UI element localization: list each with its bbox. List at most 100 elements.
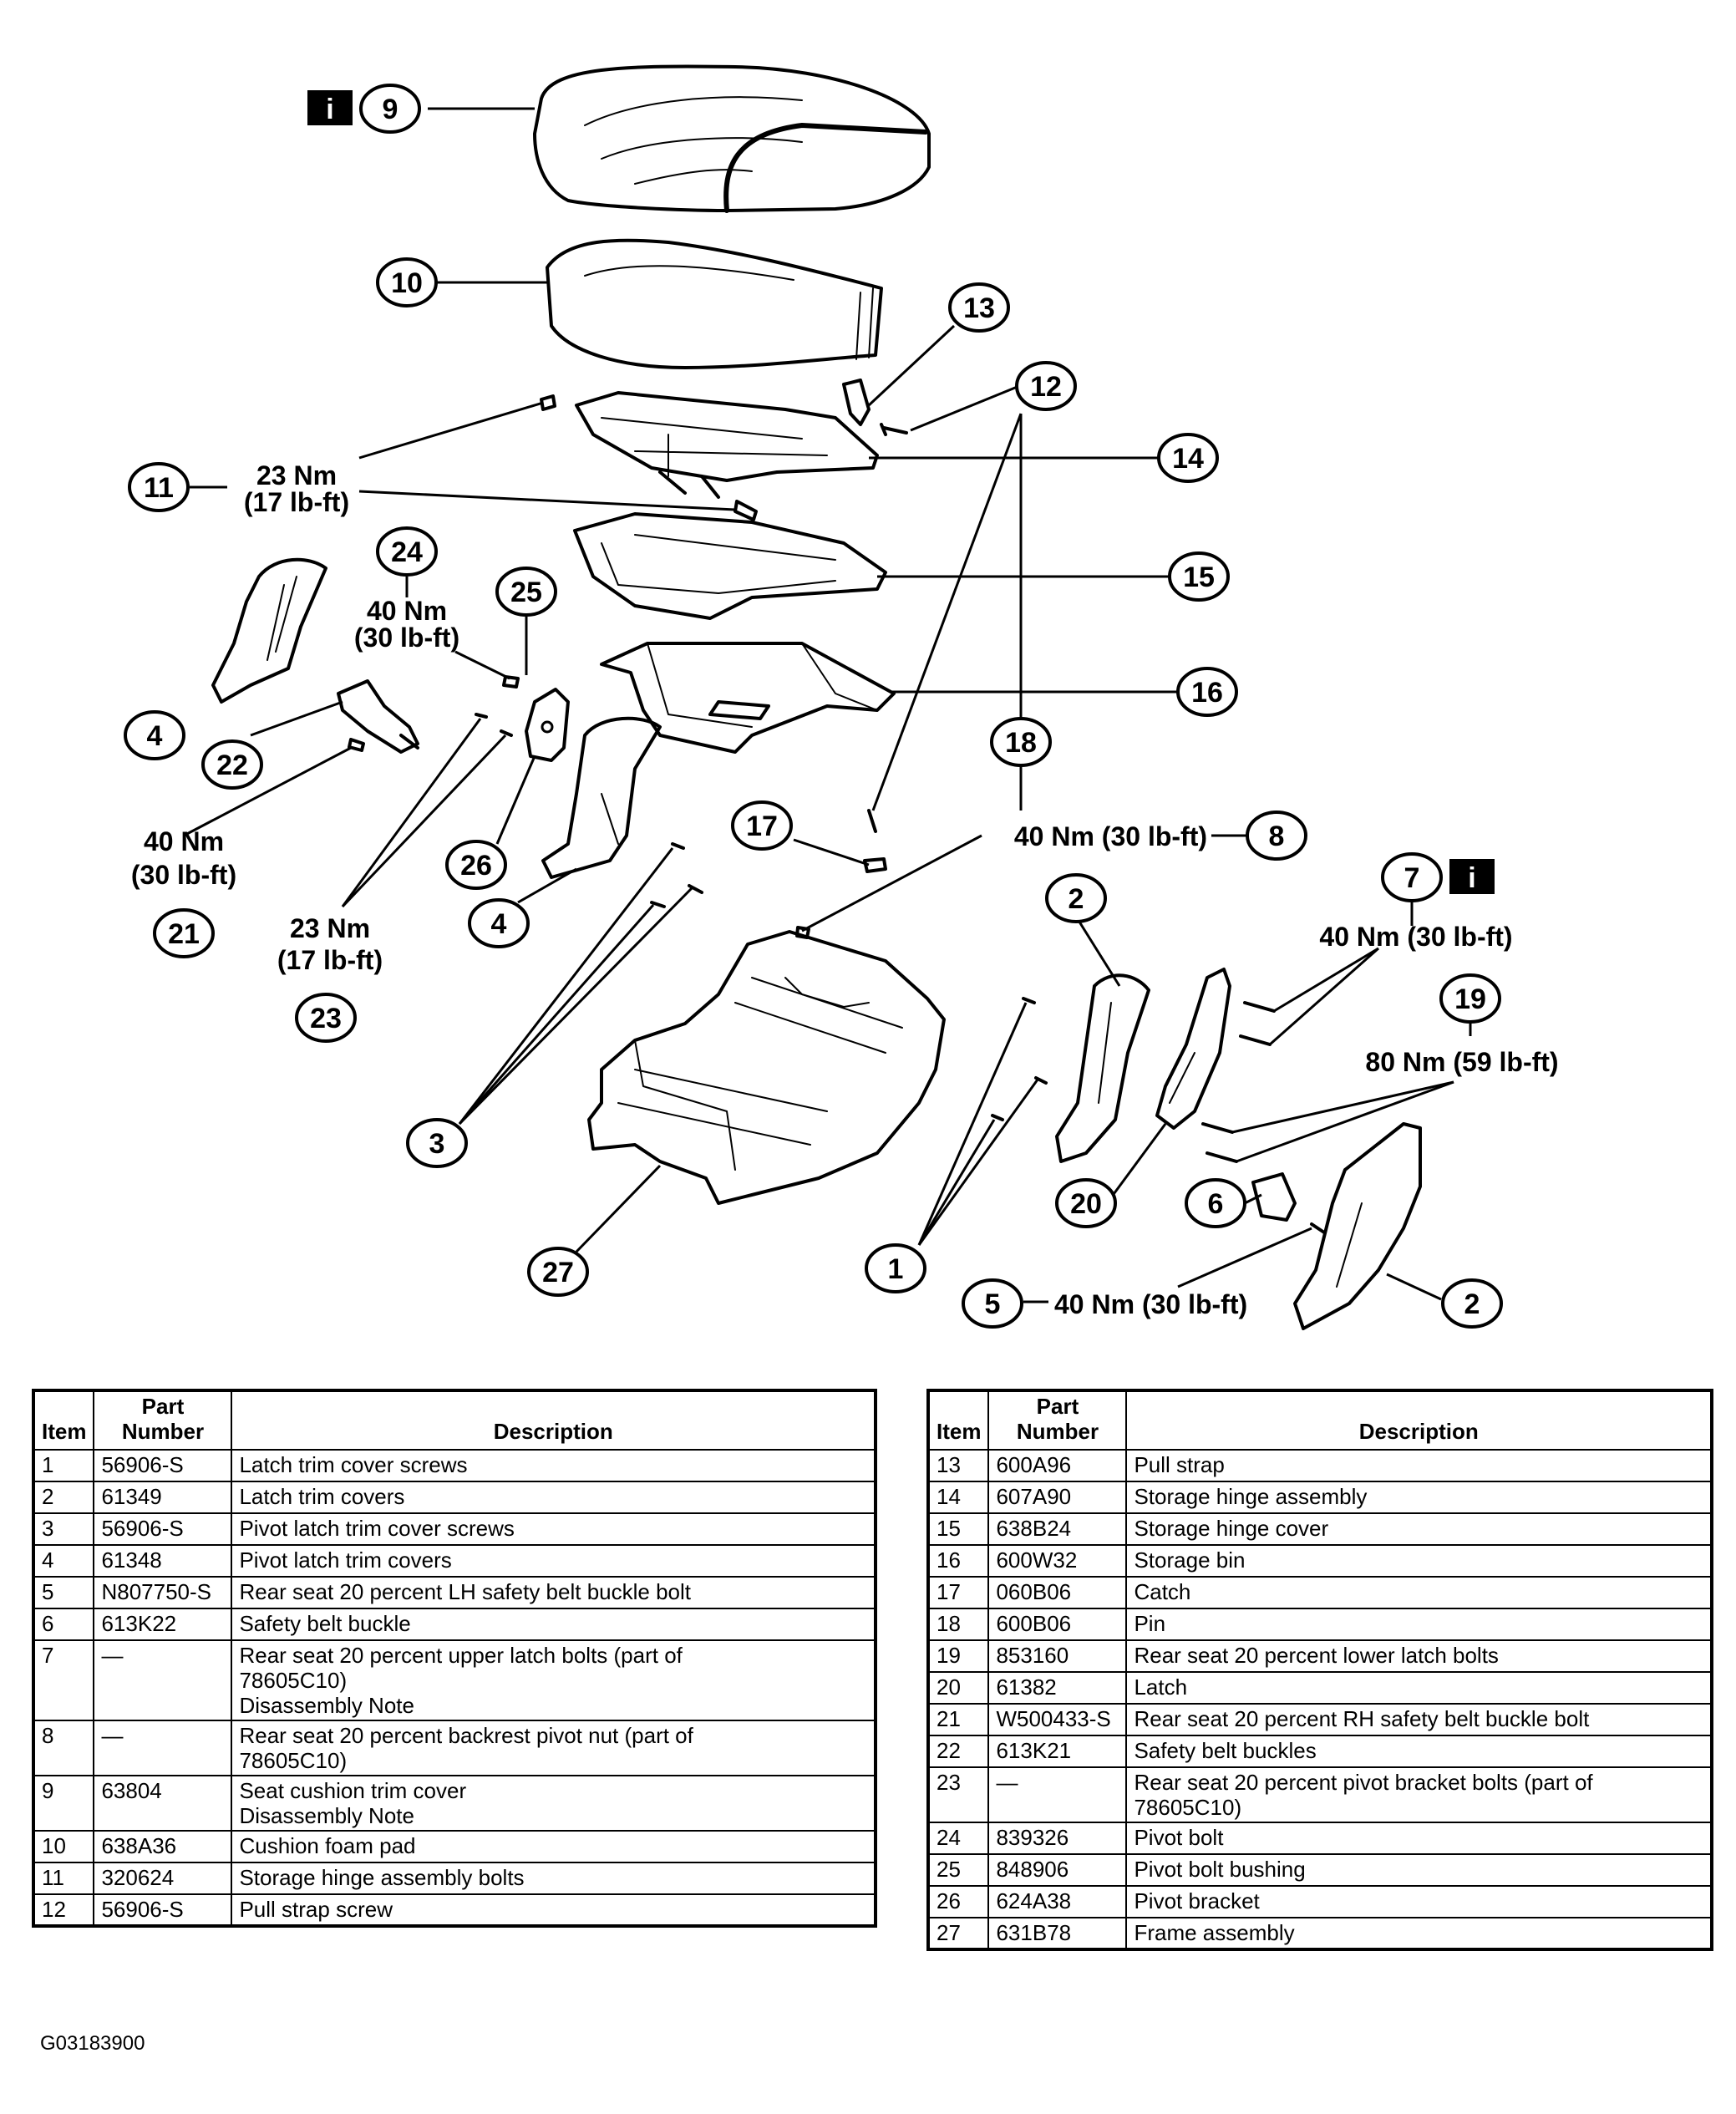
storage-hinge-cover-drawing xyxy=(573,512,887,620)
part-description: Storage hinge cover xyxy=(1125,1512,1713,1546)
pivot-latch-trim-cover-screw-drawing-2 xyxy=(650,901,666,908)
description-line: Pivot latch trim cover screws xyxy=(239,1516,515,1541)
pivot-bracket-bolt-drawing-2 xyxy=(500,729,513,737)
buckle-bolt-drawing xyxy=(1310,1222,1326,1234)
description-line: Disassembly Note xyxy=(239,1693,414,1718)
part-description: Rear seat 20 percent backrest pivot nut … xyxy=(231,1720,876,1776)
item-number: 27 xyxy=(926,1917,990,1950)
torque-19: 80 Nm (59 lb-ft) xyxy=(1365,1047,1558,1077)
callout-21: 21 xyxy=(168,918,200,950)
item-number: 22 xyxy=(926,1735,990,1768)
latch-trim-cover-lower-drawing xyxy=(1293,1122,1422,1330)
item-number: 12 xyxy=(32,1893,95,1927)
torque-24-lbft: (30 lb-ft) xyxy=(354,623,459,653)
torque-23-lbft: (17 lb-ft) xyxy=(277,945,383,975)
part-number: 56906-S xyxy=(93,1512,233,1546)
item-number: 23 xyxy=(926,1766,990,1823)
callout-19: 19 xyxy=(1454,983,1486,1015)
callout-17: 17 xyxy=(746,811,778,842)
info-icon: i xyxy=(307,90,353,125)
header-description: Description xyxy=(231,1390,876,1451)
callout-10: 10 xyxy=(391,267,423,299)
description-line: Pin xyxy=(1134,1611,1166,1636)
callout-26: 26 xyxy=(460,850,492,882)
lower-latch-bolt-drawing xyxy=(1201,1122,1238,1163)
callout-7: 7 xyxy=(1404,862,1420,894)
callout-9: 9 xyxy=(383,94,398,125)
description-line: Latch xyxy=(1134,1674,1188,1700)
pivot-latch-trim-cover-screw-drawing-3 xyxy=(688,884,703,894)
part-description: Frame assembly xyxy=(1125,1917,1713,1950)
storage-bin-drawing xyxy=(600,642,896,754)
part-number: 848906 xyxy=(987,1853,1128,1887)
pull-strap-screw-drawing xyxy=(880,423,908,436)
description-line: Pull strap xyxy=(1134,1452,1225,1477)
callout-11: 11 xyxy=(144,472,174,504)
item-number: 19 xyxy=(926,1639,990,1673)
latch-trim-cover-screw-drawing-1 xyxy=(1022,997,1036,1004)
item-number: 18 xyxy=(926,1608,990,1641)
part-description: Storage hinge assembly xyxy=(1125,1481,1713,1514)
header-part-number: Part Number xyxy=(987,1390,1128,1451)
table-row: 8—Rear seat 20 percent backrest pivot nu… xyxy=(32,1720,876,1776)
part-number: 060B06 xyxy=(987,1576,1128,1609)
latch-trim-cover-upper-drawing xyxy=(1055,973,1150,1163)
part-description: Pivot bracket xyxy=(1125,1885,1713,1918)
callout-6: 6 xyxy=(1208,1188,1224,1220)
torque-24-nm: 40 Nm xyxy=(367,596,447,626)
callout-4a: 4 xyxy=(147,720,163,752)
table-header-row: Item Part Number Description xyxy=(32,1390,876,1451)
part-number: 61382 xyxy=(987,1671,1128,1705)
callout-18: 18 xyxy=(1005,727,1037,759)
description-line: Rear seat 20 percent lower latch bolts xyxy=(1134,1643,1499,1668)
part-description: Storage hinge assembly bolts xyxy=(231,1862,876,1895)
callout-23: 23 xyxy=(310,1003,342,1034)
part-description: Cushion foam pad xyxy=(231,1830,876,1863)
storage-hinge-assembly-drawing xyxy=(575,391,879,499)
description-line: Catch xyxy=(1134,1579,1191,1604)
description-line: 78605C10) xyxy=(1134,1795,1242,1820)
part-number: 638B24 xyxy=(987,1512,1128,1546)
callout-14: 14 xyxy=(1172,443,1204,475)
callout-3: 3 xyxy=(429,1128,445,1160)
item-number: 8 xyxy=(32,1720,95,1776)
part-number: — xyxy=(93,1639,233,1721)
header-item: Item xyxy=(32,1390,95,1451)
description-line: Seat cushion trim cover xyxy=(239,1778,467,1803)
description-line: Pivot bolt xyxy=(1134,1825,1224,1850)
part-description: Rear seat 20 percent RH safety belt buck… xyxy=(1125,1703,1713,1736)
part-number: — xyxy=(987,1766,1128,1823)
part-number: 853160 xyxy=(987,1639,1128,1673)
part-number: 61348 xyxy=(93,1544,233,1578)
rh-buckle-bolt-drawing xyxy=(348,738,365,752)
part-description: Rear seat 20 percent LH safety belt buck… xyxy=(231,1576,876,1609)
part-number: 63804 xyxy=(93,1775,233,1832)
part-number: N807750-S xyxy=(93,1576,233,1609)
description-line: Pull strap screw xyxy=(239,1897,393,1922)
part-description: Rear seat 20 percent upper latch bolts (… xyxy=(231,1639,876,1721)
part-number: 624A38 xyxy=(987,1885,1128,1918)
description-line: Rear seat 20 percent LH safety belt buck… xyxy=(239,1579,691,1604)
part-description: Safety belt buckles xyxy=(1125,1735,1713,1768)
safety-belt-buckle-drawing xyxy=(1251,1172,1297,1222)
item-number: 10 xyxy=(32,1830,95,1863)
callout-5: 5 xyxy=(985,1288,1001,1320)
description-line: Pivot bolt bushing xyxy=(1134,1857,1306,1882)
callout-13: 13 xyxy=(963,292,995,324)
part-description: Pivot bolt xyxy=(1125,1822,1713,1855)
cushion-foam-pad-drawing xyxy=(546,238,883,369)
part-description: Rear seat 20 percent pivot bracket bolts… xyxy=(1125,1766,1713,1823)
description-line: Latch trim cover screws xyxy=(239,1452,468,1477)
description-line: Rear seat 20 percent pivot bracket bolts… xyxy=(1134,1770,1593,1795)
part-description: Pivot latch trim cover screws xyxy=(231,1512,876,1546)
info-icon: i xyxy=(1449,859,1495,894)
pivot-bracket-bolt-drawing-1 xyxy=(475,713,488,719)
